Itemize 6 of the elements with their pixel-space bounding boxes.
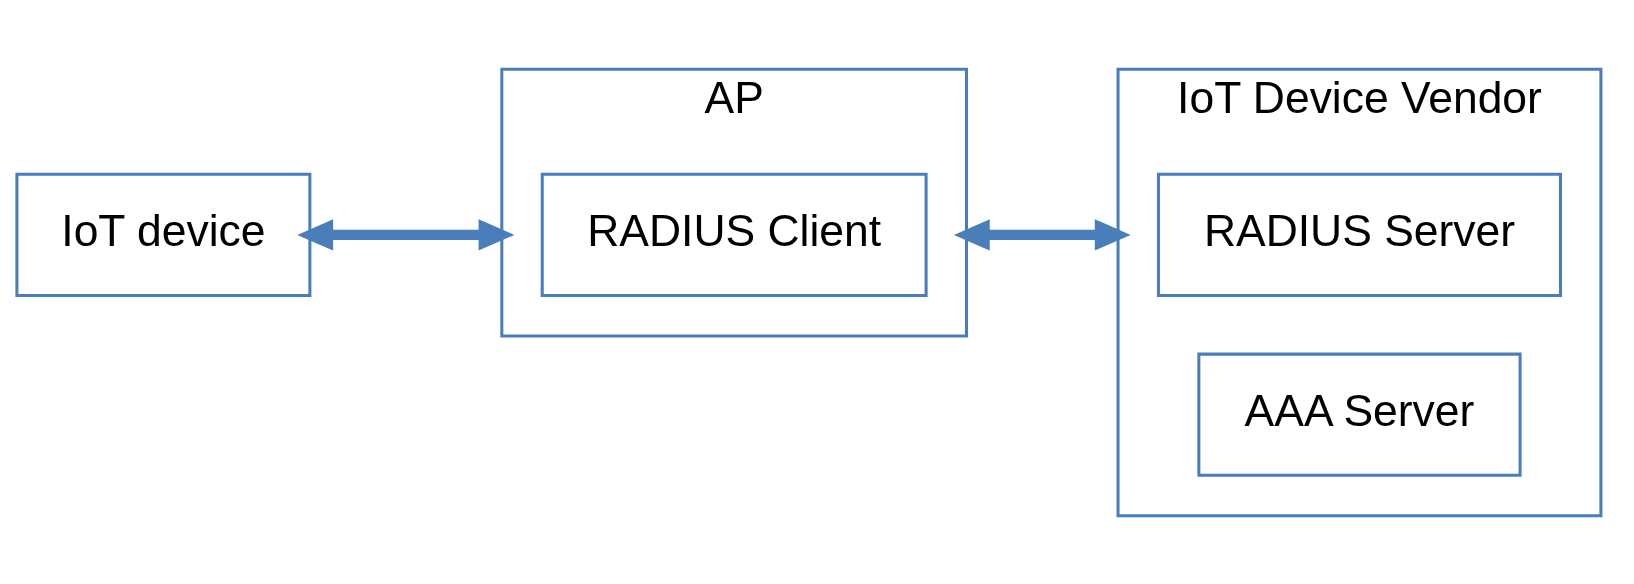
node-box: IoT device <box>15 172 312 297</box>
arrow <box>297 218 515 251</box>
arrow <box>953 218 1131 251</box>
node-box: AAA Server <box>1197 352 1522 477</box>
node-box: RADIUS Server <box>1156 172 1563 297</box>
node-box: RADIUS Client <box>540 172 928 297</box>
